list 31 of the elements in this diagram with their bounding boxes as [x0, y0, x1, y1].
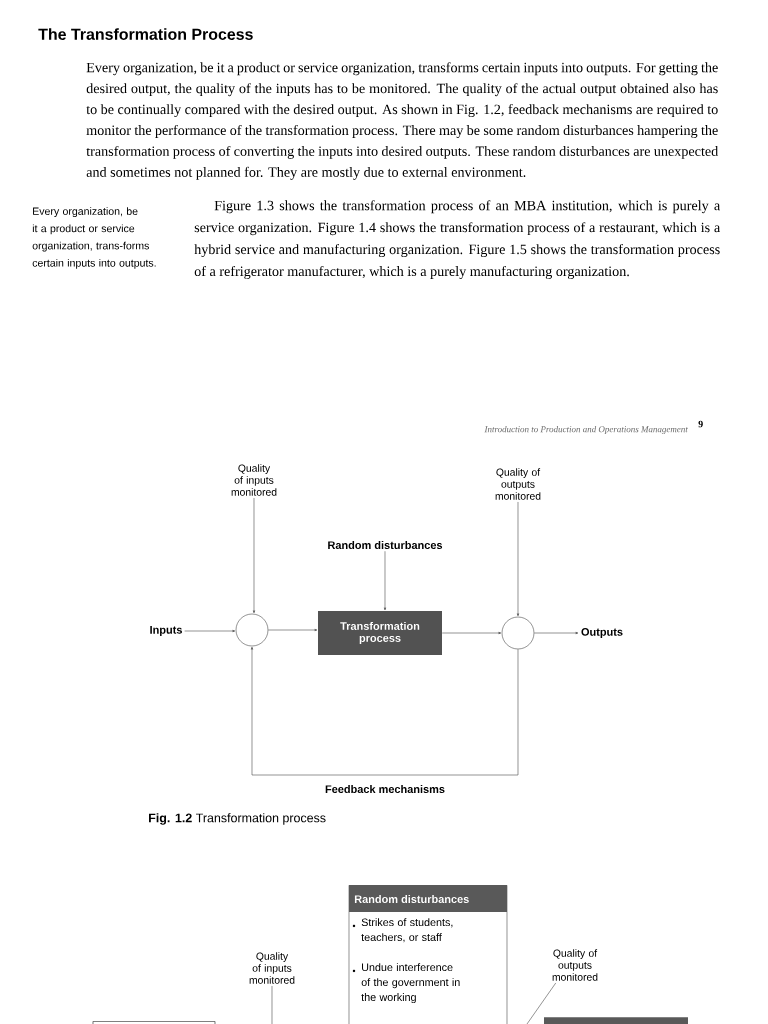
figure-caption: Fig. 1.2 Transformation process: [149, 813, 326, 825]
process-box: [92, 1021, 216, 1024]
process-box: Transformation process: [318, 611, 442, 655]
connector-line: [271, 985, 273, 1024]
arrow: [516, 501, 520, 617]
page-number: 9: [698, 420, 703, 428]
arrow: [250, 646, 519, 776]
annotation-text: Quality of inputs monitored: [231, 464, 277, 496]
annotation-text: Quality of outputs monitored: [495, 468, 541, 500]
paragraph: Every organization, be it a product or service organization, transforms certain inputs into outputs. For getting the desired output, the quality of the inputs has to be monitored. The quality of the actual output obtained also has to be continually compared with the desired output. As shown in Fig. 1.2, feedback mechanisms are required to monitor the performance of the transformation process. There may be some random disturbances hampering the transformation process of converting the inputs into desired outputs. These random disturbances are unexpected and sometimes not planned for. They are mostly due to external environment.: [86, 62, 719, 180]
arrow: [268, 628, 318, 632]
junction-circle: [235, 613, 269, 647]
connector-line: [526, 982, 557, 1024]
list-box: Random disturbances Strikes of students, teachers, or staff Undue interference of the government in the working: [348, 885, 508, 1024]
margin-note: Every organization, be it a product or service organization, trans-forms certain inputs into outputs.: [32, 207, 156, 269]
running-header: Introduction to Production and Operations Management: [484, 425, 688, 435]
flow-label: Outputs: [581, 628, 623, 638]
edge-label: Feedback mechanisms: [325, 785, 445, 794]
flow-label: Inputs: [150, 626, 182, 636]
arrow: [252, 497, 256, 614]
annotation-text: Quality of inputs monitored: [249, 952, 295, 984]
arrow: [534, 631, 579, 635]
process-box: [544, 1017, 688, 1024]
arrow: [184, 629, 236, 633]
annotation-text: Quality of outputs monitored: [552, 949, 598, 981]
junction-circle: [501, 616, 535, 650]
section-title: The Transformation Process: [38, 28, 253, 40]
paragraph: Figure 1.3 shows the transformation process of an MBA institution, which is purely a service organization. Figure 1.4 shows the transformation process of a restaurant, which is a hybrid service and manufacturing organization. Figure 1.5 shows the transformation process of a refrigerator manufacturer, which is a purely manufacturing organization.: [194, 200, 721, 279]
flow-label: Random disturbances: [328, 541, 443, 550]
arrow: [383, 550, 387, 611]
arrow: [441, 631, 502, 635]
